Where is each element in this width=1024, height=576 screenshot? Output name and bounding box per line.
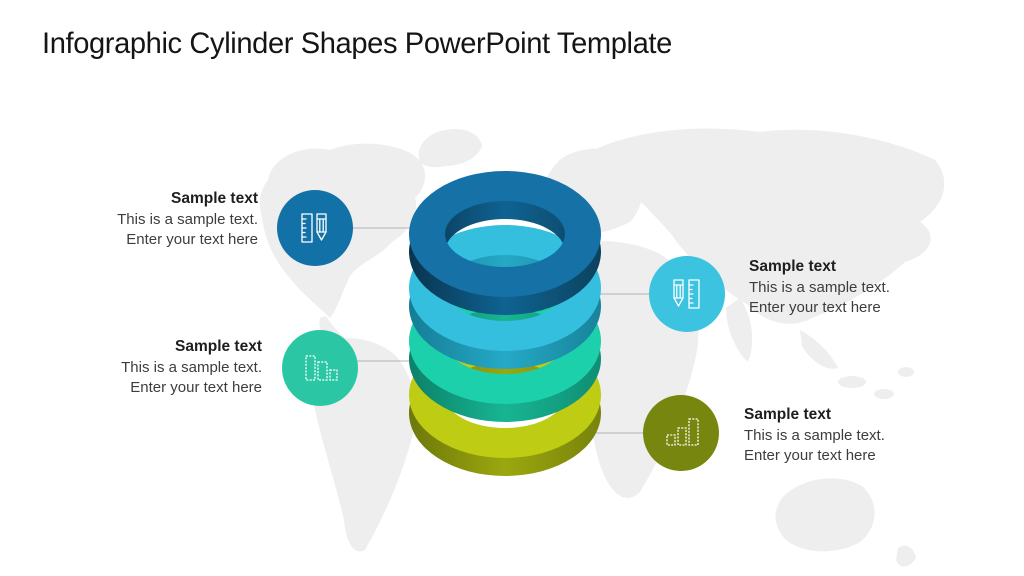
callout-2-text[interactable]: Sample text This is a sample text. Enter… bbox=[749, 257, 959, 319]
callout-4-badge[interactable] bbox=[643, 395, 719, 471]
callout-4-circle[interactable] bbox=[643, 395, 719, 471]
callout-4-title: Sample text bbox=[744, 406, 832, 423]
callout-4-line1: This is a sample text. bbox=[744, 426, 885, 444]
bar-chart-descending-icon bbox=[305, 355, 338, 381]
pencil-ruler-icon bbox=[673, 279, 700, 309]
callout-1-line2: Enter your text here bbox=[126, 231, 258, 248]
callout-4-text[interactable]: Sample text This is a sample text. Enter… bbox=[744, 405, 954, 467]
callout-1-title: Sample text bbox=[170, 190, 258, 207]
ruler-pencil-icon bbox=[301, 213, 327, 243]
callout-2-title: Sample text bbox=[749, 258, 837, 275]
callout-2-circle[interactable] bbox=[649, 256, 725, 332]
callout-3-line1: This is a sample text. bbox=[121, 358, 262, 376]
callout-2-line1: This is a sample text. bbox=[749, 278, 890, 296]
callout-3-badge[interactable] bbox=[282, 330, 358, 406]
ring-1[interactable] bbox=[409, 171, 601, 315]
callout-3-title: Sample text bbox=[174, 338, 262, 355]
callout-3-line2: Enter your text here bbox=[130, 379, 262, 396]
bar-chart-ascending-icon bbox=[666, 418, 699, 446]
callout-4-line2: Enter your text here bbox=[744, 447, 876, 464]
callout-2-badge[interactable] bbox=[649, 256, 725, 332]
callout-1-badge[interactable] bbox=[277, 190, 353, 266]
page-title: Infographic Cylinder Shapes PowerPoint T… bbox=[42, 27, 672, 60]
callout-1-text[interactable]: Sample text This is a sample text. Enter… bbox=[48, 189, 258, 251]
callout-1-circle[interactable] bbox=[277, 190, 353, 266]
callout-3-text[interactable]: Sample text This is a sample text. Enter… bbox=[52, 337, 262, 399]
callout-1-line1: This is a sample text. bbox=[117, 210, 258, 228]
callout-2-line2: Enter your text here bbox=[749, 299, 881, 316]
callout-3-circle[interactable] bbox=[282, 330, 358, 406]
